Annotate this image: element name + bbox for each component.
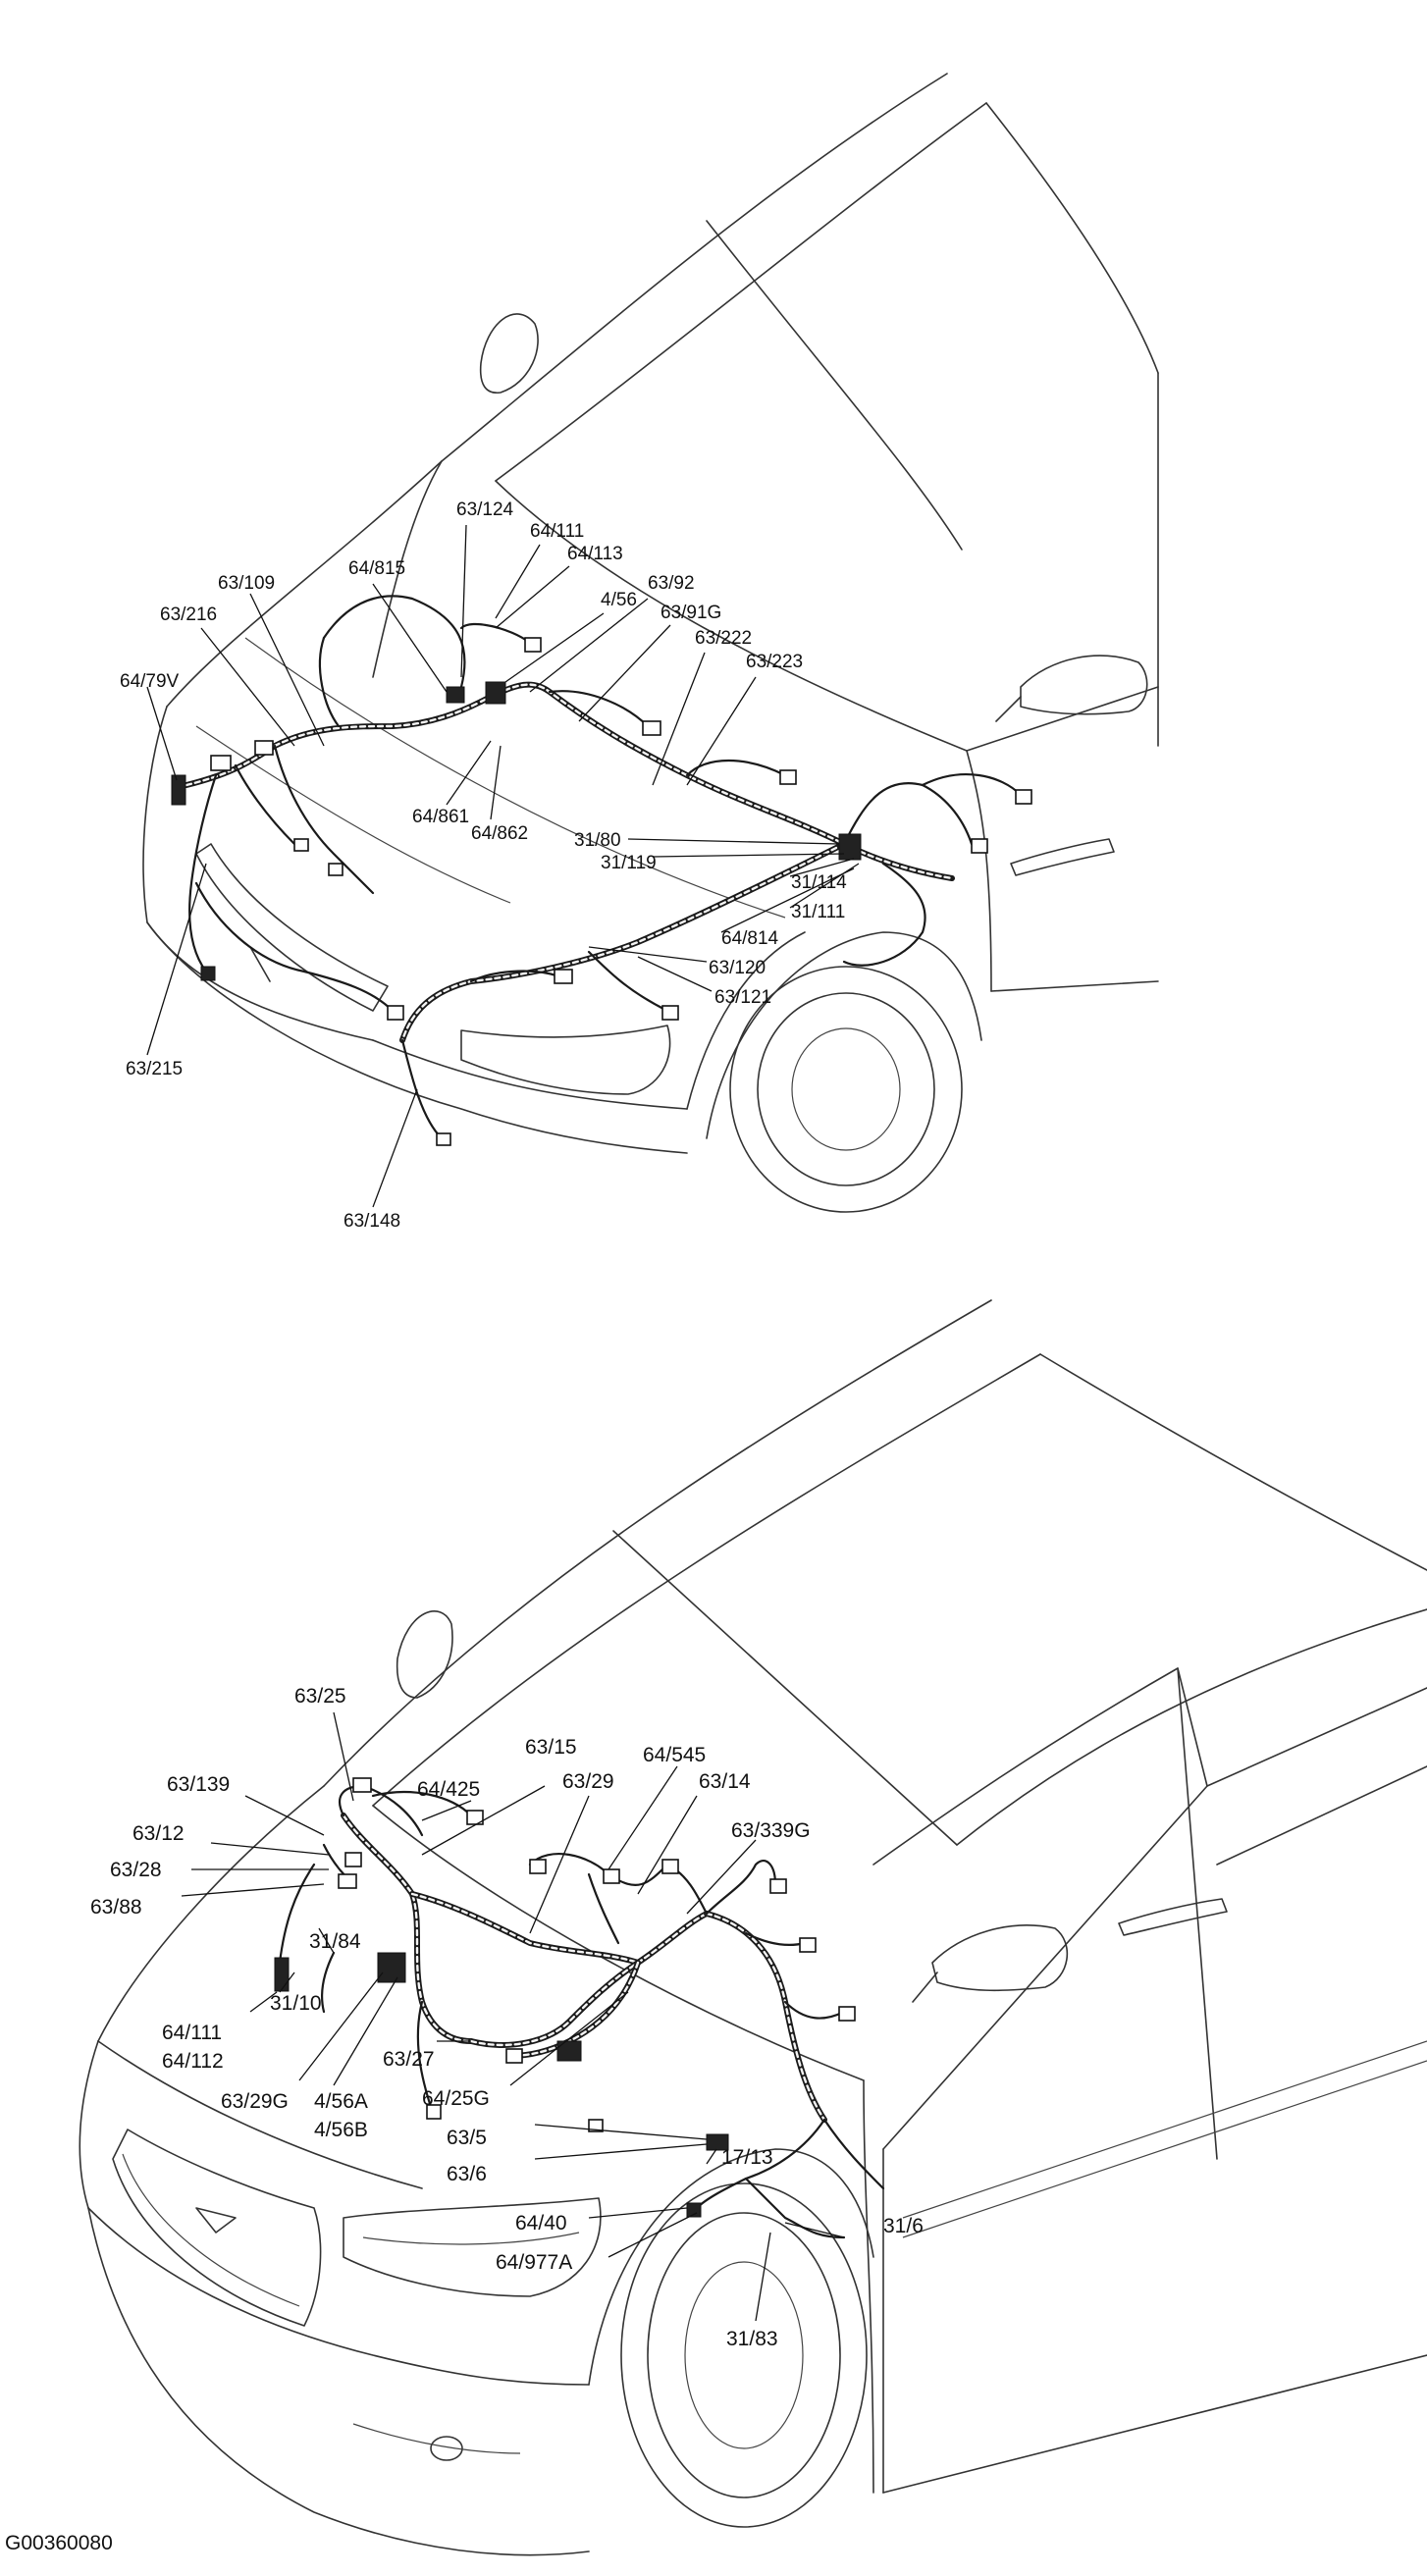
- label-64-25g: 64/25G: [422, 2087, 490, 2110]
- label-4-56: 4/56: [601, 590, 637, 610]
- label-63-223: 63/223: [746, 652, 803, 672]
- label-17-13: 17/13: [721, 2146, 773, 2169]
- label-64-111: 64/111: [530, 521, 584, 542]
- label-63-27: 63/27: [383, 2048, 435, 2071]
- label-63-6: 63/6: [447, 2163, 487, 2185]
- label-4-56b: 4/56B: [314, 2119, 368, 2141]
- lower-labels: 63/25 63/15 64/545 63/29 63/14 64/425 63…: [90, 1685, 924, 2350]
- label-63-28: 63/28: [110, 1859, 162, 1881]
- label-64-111-lower: 64/111: [162, 2022, 222, 2044]
- label-31-83: 31/83: [726, 2328, 778, 2350]
- label-31-114: 31/114: [791, 872, 847, 893]
- label-63-139: 63/139: [167, 1773, 230, 1796]
- lower-car-outline: [79, 1299, 1427, 2556]
- label-64-112: 64/112: [162, 2050, 224, 2073]
- upper-leader-lines: [146, 524, 860, 1208]
- label-64-545: 64/545: [643, 1744, 706, 1766]
- label-63-88: 63/88: [90, 1896, 142, 1919]
- label-63-29: 63/29: [562, 1770, 614, 1793]
- label-64-113: 64/113: [567, 544, 623, 564]
- label-63-12: 63/12: [132, 1822, 185, 1845]
- label-31-84: 31/84: [309, 1930, 361, 1953]
- upper-connectors: [171, 637, 1032, 1146]
- label-63-120: 63/120: [709, 958, 766, 978]
- label-31-119: 31/119: [601, 853, 657, 873]
- label-64-815: 64/815: [348, 558, 405, 579]
- upper-labels: 63/124 64/111 64/113 4/56 63/92 63/91G 6…: [120, 499, 847, 1232]
- lower-wiring-harness: [278, 1784, 885, 2239]
- label-64-425: 64/425: [417, 1778, 480, 1801]
- upper-car-outline: [142, 73, 1159, 1213]
- label-63-148: 63/148: [344, 1211, 400, 1232]
- label-63-215: 63/215: [126, 1059, 183, 1079]
- figure-code: G00360080: [5, 2532, 113, 2554]
- label-64-862: 64/862: [471, 823, 528, 844]
- label-31-111: 31/111: [791, 902, 845, 922]
- label-63-92: 63/92: [648, 573, 695, 594]
- label-63-121: 63/121: [714, 987, 771, 1008]
- label-63-91g: 63/91G: [661, 603, 721, 623]
- label-63-339g: 63/339G: [731, 1819, 811, 1842]
- label-64-40: 64/40: [515, 2212, 567, 2234]
- label-64-79v: 64/79V: [120, 671, 180, 692]
- label-63-14: 63/14: [699, 1770, 751, 1793]
- label-63-29g: 63/29G: [221, 2090, 289, 2113]
- label-63-124: 63/124: [456, 499, 514, 520]
- label-64-814: 64/814: [721, 928, 779, 949]
- label-64-977a: 64/977A: [496, 2251, 572, 2274]
- label-63-109: 63/109: [218, 573, 275, 594]
- label-31-6: 31/6: [883, 2215, 924, 2237]
- label-4-56a: 4/56A: [314, 2090, 368, 2113]
- lower-connectors: [274, 1777, 856, 2218]
- label-63-15: 63/15: [525, 1736, 577, 1759]
- upper-wiring-harness: [184, 595, 1023, 1140]
- label-63-5: 63/5: [447, 2127, 487, 2149]
- label-31-10: 31/10: [270, 1992, 322, 2015]
- label-63-222: 63/222: [695, 628, 752, 649]
- label-63-216: 63/216: [160, 605, 217, 625]
- label-63-25: 63/25: [294, 1685, 346, 1708]
- label-64-861: 64/861: [412, 807, 469, 827]
- lower-leader-lines: [181, 1711, 845, 2322]
- label-31-80: 31/80: [574, 830, 621, 851]
